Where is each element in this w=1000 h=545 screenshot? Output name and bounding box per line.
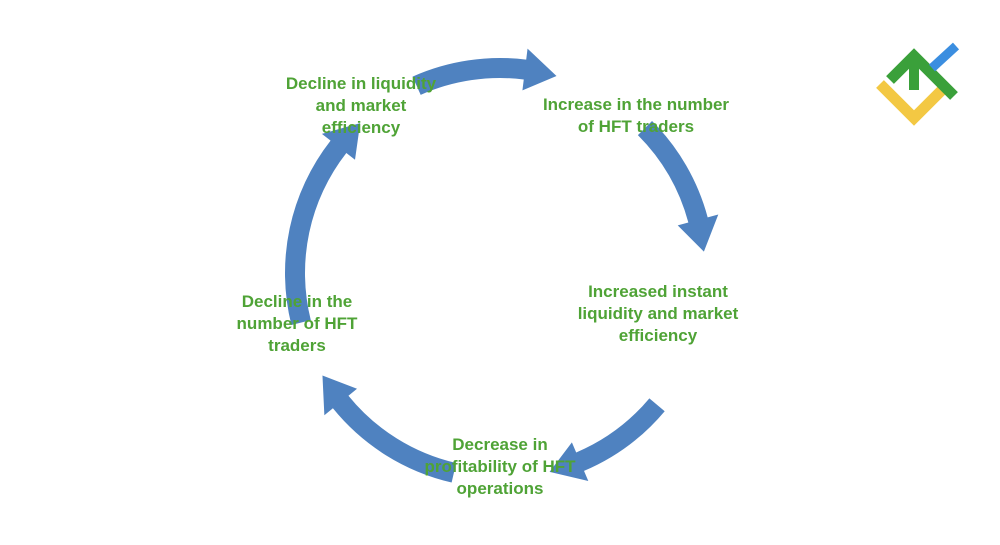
arrow-left-upper <box>285 123 361 326</box>
logo-yellow-chevron <box>876 80 952 126</box>
node-decrease-profitability: Decrease in profitability of HFT operati… <box>424 435 576 498</box>
node-increased-liquidity: Increased instant liquidity and market e… <box>577 282 739 345</box>
node-increase-hft-traders: Increase in the number of HFT traders <box>542 95 730 136</box>
arrow-right-lower <box>549 398 665 482</box>
brand-logo <box>876 42 960 126</box>
cycle-arrows <box>285 48 719 483</box>
arrow-top <box>412 48 557 95</box>
arrow-right-upper <box>637 120 719 252</box>
node-decline-liquidity-efficiency: Decline in liquidity and market efficien… <box>285 74 437 137</box>
arrow-left-lower <box>322 375 457 483</box>
logo-blue-stroke <box>928 42 960 72</box>
node-decline-hft-traders: Decline in the number of HFT traders <box>236 292 358 355</box>
